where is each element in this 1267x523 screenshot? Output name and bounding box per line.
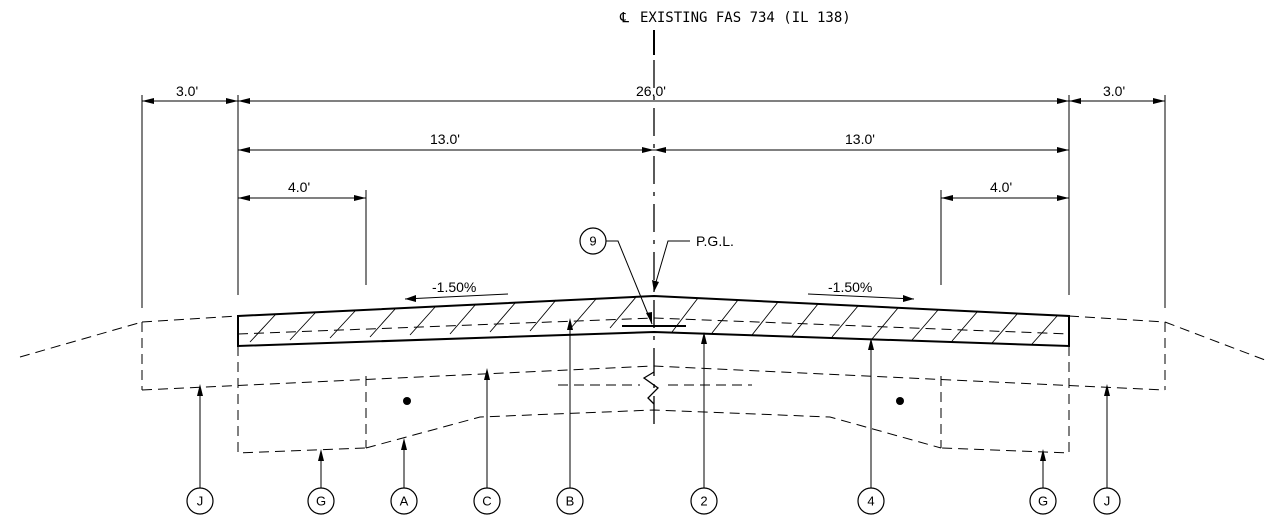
bar-dot-left bbox=[403, 397, 411, 405]
slope-right: -1.50% bbox=[807, 279, 915, 302]
callout-9-label: 9 bbox=[589, 234, 596, 249]
callout-B-label: B bbox=[566, 494, 575, 509]
callout-J-left: J bbox=[186, 487, 214, 515]
dim-left-shoulder: 3.0' bbox=[142, 83, 238, 104]
callout-A: A bbox=[390, 487, 418, 515]
bar-dot-right bbox=[896, 397, 904, 405]
callout-B: B bbox=[556, 487, 584, 515]
callout-A-label: A bbox=[400, 494, 409, 509]
pavement-hatching bbox=[249, 296, 1059, 345]
pgl-label: P.G.L. bbox=[696, 233, 734, 249]
dim-left-offset: 4.0' bbox=[238, 179, 366, 201]
dim-left-offset-label: 4.0' bbox=[288, 179, 310, 195]
dim-total-width: 26.0' bbox=[238, 83, 1069, 104]
callout-G-left-label: G bbox=[316, 494, 326, 509]
callout-2: 2 bbox=[690, 487, 718, 515]
slope-left-label: -1.50% bbox=[432, 279, 476, 295]
callout-G-right-label: G bbox=[1038, 494, 1048, 509]
dim-right-shoulder: 3.0' bbox=[1069, 83, 1165, 104]
dim-right-offset: 4.0' bbox=[941, 179, 1069, 201]
slope-left: -1.50% bbox=[404, 279, 509, 302]
pgl-callout: 9 P.G.L. bbox=[579, 227, 734, 325]
callout-4-label: 4 bbox=[867, 494, 874, 509]
dim-left-lane-label: 13.0' bbox=[430, 131, 460, 147]
dim-right-shoulder-label: 3.0' bbox=[1103, 83, 1125, 99]
callout-G-right: G bbox=[1029, 487, 1057, 515]
dim-right-lane: 13.0' bbox=[654, 131, 1069, 153]
dim-total-width-label: 26.0' bbox=[636, 83, 666, 99]
bottom-leaders bbox=[197, 318, 1110, 488]
callout-J-left-label: J bbox=[197, 494, 204, 509]
callout-J-right: J bbox=[1093, 487, 1121, 515]
dim-left-lane: 13.0' bbox=[238, 131, 654, 153]
dim-left-shoulder-label: 3.0' bbox=[176, 83, 198, 99]
existing-ground-lines bbox=[19, 315, 1266, 454]
callout-2-label: 2 bbox=[700, 494, 707, 509]
centerline-label: EXISTING FAS 734 (IL 138) bbox=[640, 10, 851, 26]
dim-right-lane-label: 13.0' bbox=[845, 131, 875, 147]
dim-right-offset-label: 4.0' bbox=[990, 179, 1012, 195]
callout-4: 4 bbox=[857, 487, 885, 515]
slope-right-label: -1.50% bbox=[828, 279, 872, 295]
centerline-symbol: ℄ bbox=[619, 10, 629, 26]
callout-J-right-label: J bbox=[1104, 494, 1111, 509]
callout-C: C bbox=[473, 487, 501, 515]
callout-C-label: C bbox=[482, 494, 491, 509]
callout-G-left: G bbox=[307, 487, 335, 515]
